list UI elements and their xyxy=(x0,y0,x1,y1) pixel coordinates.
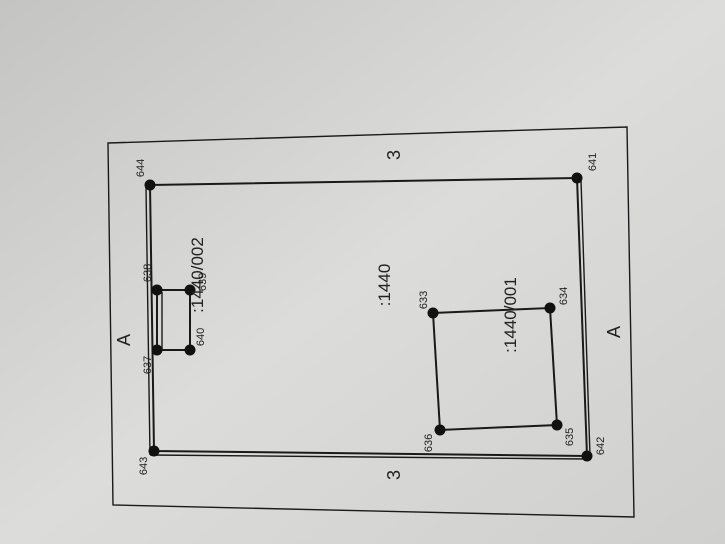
road-label-bottom: A xyxy=(604,326,624,338)
parcel-label-1440: :1440 xyxy=(375,264,394,307)
point-label-633: 633 xyxy=(418,291,430,309)
point-label-635: 635 xyxy=(564,428,576,446)
point-label-644: 644 xyxy=(135,159,147,177)
point-label-641: 641 xyxy=(587,153,599,171)
side-label-left: 3 xyxy=(384,470,404,480)
point-marker-635 xyxy=(551,419,563,431)
point-label-643: 643 xyxy=(138,457,150,475)
outer-frame xyxy=(107,126,635,518)
point-label-642: 642 xyxy=(595,437,607,455)
point-marker-642 xyxy=(581,450,593,462)
point-marker-644 xyxy=(144,179,156,191)
side-label-right: 3 xyxy=(384,150,404,160)
point-marker-633 xyxy=(427,307,439,319)
point-marker-638 xyxy=(151,284,163,296)
road-edge-right xyxy=(580,179,591,457)
point-label-637: 637 xyxy=(142,356,154,374)
parcel-label-1440-001: :1440/001 xyxy=(501,277,520,353)
point-label-634: 634 xyxy=(558,287,570,305)
boundary-bottom-double xyxy=(149,454,588,460)
point-label-640: 640 xyxy=(195,328,207,346)
road-edge-left xyxy=(145,186,151,456)
point-marker-641 xyxy=(571,172,583,184)
point-marker-643 xyxy=(148,445,160,457)
point-label-639: 639 xyxy=(197,273,209,291)
point-marker-639 xyxy=(184,284,196,296)
point-marker-637 xyxy=(151,344,163,356)
point-label-636: 636 xyxy=(423,434,435,452)
point-marker-634 xyxy=(544,302,556,314)
point-label-638: 638 xyxy=(142,264,154,282)
parcel-label-1440-002: :1440/002 xyxy=(188,237,207,313)
road-label-top: A xyxy=(114,334,134,346)
point-marker-636 xyxy=(434,424,446,436)
point-marker-640 xyxy=(184,344,196,356)
